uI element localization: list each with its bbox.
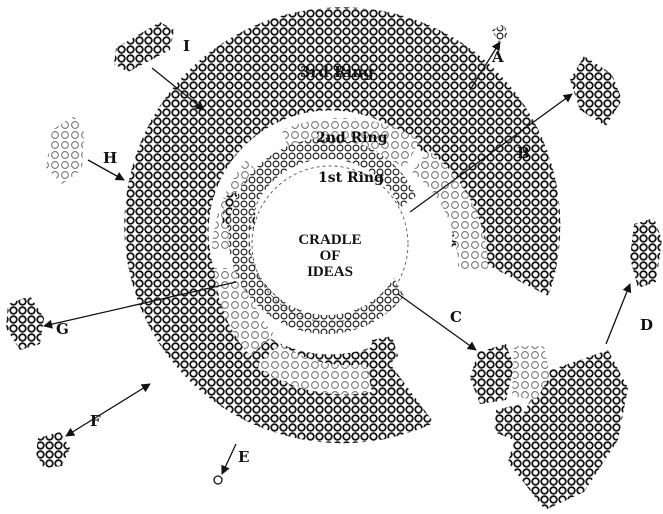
second-ring-label: 2nd Ring: [316, 130, 388, 146]
arrow-label-g: G: [56, 320, 69, 338]
cluster-d: [630, 218, 662, 288]
arrow-label-e: E: [238, 448, 249, 466]
arrow-label-h: H: [103, 149, 117, 167]
first-ring-label: 1st Ring: [318, 170, 384, 186]
arrow-label-i: I: [183, 37, 190, 55]
third-ring-label: 3rd Ring: [300, 63, 374, 81]
cluster-a: [492, 24, 508, 42]
arrow-f: [66, 384, 150, 436]
second-ring-cluster-right: [370, 336, 398, 368]
cluster-i: [114, 22, 174, 72]
cluster-h: [46, 116, 84, 184]
cluster-b: [570, 56, 622, 126]
arrow-label-c: C: [450, 308, 462, 326]
arrow-c: [398, 294, 476, 350]
arrow-label-a: A: [491, 48, 504, 66]
arrow-label-b: B: [517, 144, 530, 162]
cell-e: [214, 476, 222, 484]
arrow-label-f: F: [90, 412, 101, 430]
third-ring: [124, 7, 628, 510]
arrow-d: [606, 284, 630, 344]
arrow-label-d: D: [640, 316, 653, 334]
center-label-line3: IDEAS: [307, 264, 353, 280]
arrow-e: [222, 444, 236, 474]
cluster-c-dark: [470, 344, 514, 404]
cluster-g: [6, 296, 44, 350]
center-label-line2: OF: [320, 248, 341, 264]
cluster-f: [36, 432, 70, 468]
center-label-line1: CRADLE: [298, 232, 361, 248]
